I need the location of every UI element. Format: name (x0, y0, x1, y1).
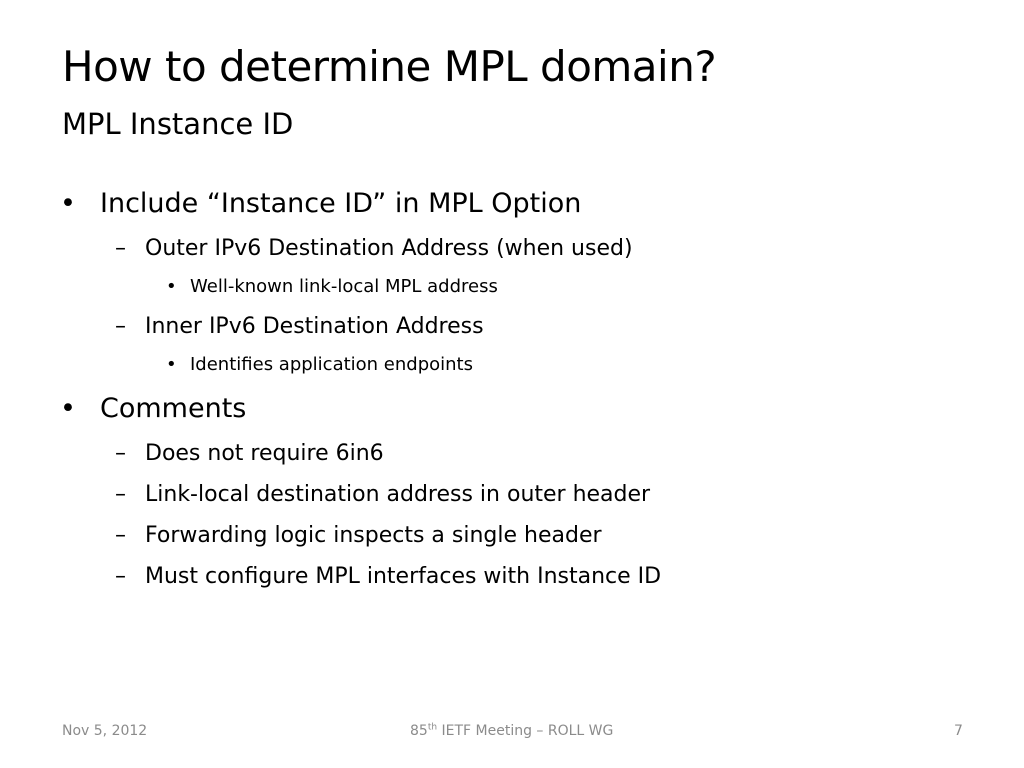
bullet-item-configure-interfaces: – Must configure MPL interfaces with Ins… (115, 564, 662, 589)
dash-marker: – (115, 523, 126, 548)
footer-meeting-suffix: th (427, 722, 438, 733)
bullet-text: Does not require 6in6 (145, 441, 384, 466)
bullet-marker: • (60, 393, 76, 424)
bullet-text: Outer IPv6 Destination Address (when use… (145, 236, 633, 261)
dash-marker: – (115, 314, 126, 339)
bullet-item-comments: • Comments (60, 393, 247, 424)
bullet-marker: • (166, 354, 177, 375)
dash-marker: – (115, 236, 126, 261)
bullet-marker: • (60, 188, 76, 219)
bullet-item-include-instance-id: • Include “Instance ID” in MPL Option (60, 188, 582, 219)
bullet-item-inner-ipv6: – Inner IPv6 Destination Address (115, 314, 484, 339)
bullet-item-well-known-address: • Well-known link-local MPL address (166, 276, 498, 297)
bullet-text: Forwarding logic inspects a single heade… (145, 523, 602, 548)
dash-marker: – (115, 482, 126, 507)
bullet-text: Identifies application endpoints (190, 354, 473, 375)
dash-marker: – (115, 441, 126, 466)
footer-page-number: 7 (954, 723, 963, 739)
bullet-text: Link-local destination address in outer … (145, 482, 651, 507)
bullet-item-link-local-outer: – Link-local destination address in oute… (115, 482, 651, 507)
bullet-text: Comments (100, 393, 247, 424)
footer-meeting-text: IETF Meeting – ROLL WG (437, 723, 614, 739)
footer-meeting-number: 85 (410, 723, 428, 739)
footer-date: Nov 5, 2012 (62, 723, 148, 739)
bullet-text: Well-known link-local MPL address (190, 276, 498, 297)
bullet-marker: • (166, 276, 177, 297)
bullet-text: Inner IPv6 Destination Address (145, 314, 484, 339)
bullet-item-forwarding-logic: – Forwarding logic inspects a single hea… (115, 523, 602, 548)
bullet-item-no-6in6: – Does not require 6in6 (115, 441, 384, 466)
slide-subtitle: MPL Instance ID (62, 107, 294, 141)
dash-marker: – (115, 564, 126, 589)
bullet-item-application-endpoints: • Identifies application endpoints (166, 354, 473, 375)
footer-meeting: 85th IETF Meeting – ROLL WG (410, 723, 613, 739)
bullet-item-outer-ipv6: – Outer IPv6 Destination Address (when u… (115, 236, 633, 261)
bullet-text: Include “Instance ID” in MPL Option (100, 188, 582, 219)
slide-title: How to determine MPL domain? (62, 42, 717, 91)
bullet-text: Must configure MPL interfaces with Insta… (145, 564, 662, 589)
